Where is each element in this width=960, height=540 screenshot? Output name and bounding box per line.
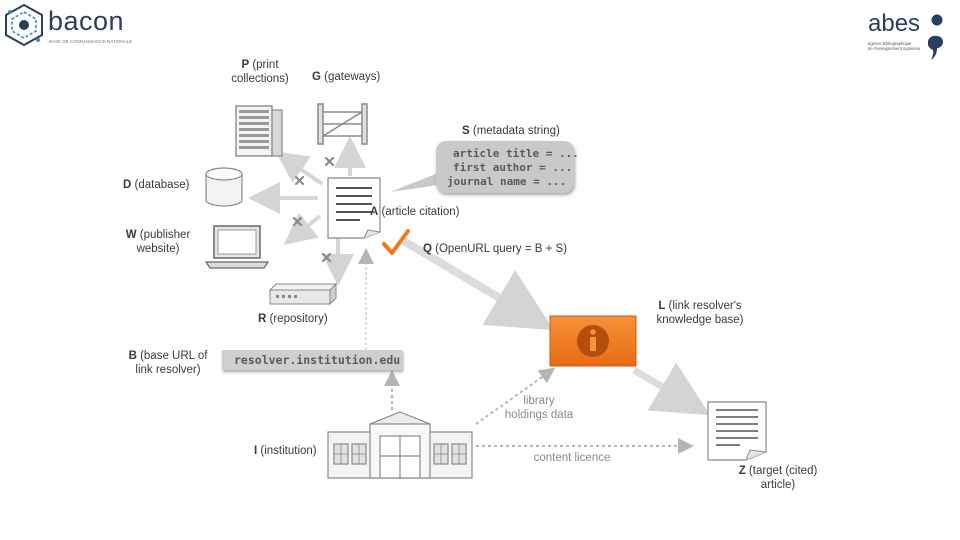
- label-z: Z (target (cited)article): [738, 465, 818, 491]
- link-resolver-box: [549, 315, 637, 367]
- label-r: R (repository): [258, 313, 328, 325]
- base-url-text: resolver.institution.edu: [234, 353, 401, 367]
- label-s: S (metadata string): [462, 125, 560, 137]
- abes-logo-name: abes: [868, 10, 921, 37]
- label-g: G (gateways): [312, 71, 381, 83]
- arrow-q-openurl: [399, 236, 554, 331]
- document-icon: [327, 177, 381, 239]
- repository-box-icon: [268, 282, 338, 306]
- check-mark-icon: [382, 229, 410, 255]
- metadata-line-author: first author = ...: [453, 161, 573, 174]
- blocked-x-marks: [292, 156, 335, 263]
- metadata-line-title: article title = ...: [453, 147, 579, 160]
- base-url-box: [222, 350, 402, 370]
- target-document-icon: [707, 401, 767, 461]
- bacon-logo-tagline: BASE DE CONNAISSANCE NATIONALE: [49, 39, 133, 44]
- arrow-a-to-w: [283, 212, 322, 245]
- label-i: I (institution): [254, 445, 317, 457]
- label-a: A (article citation): [370, 206, 460, 218]
- abes-logo-icon: [928, 14, 943, 60]
- bacon-logo-name: bacon: [48, 6, 125, 36]
- arrow-l-to-z: [632, 362, 711, 416]
- metadata-string-box: [436, 141, 574, 193]
- gate-icon: [317, 103, 368, 145]
- server-rack-icon: [235, 105, 283, 157]
- arrow-a-to-p: [275, 151, 324, 186]
- bacon-logo-icon: [5, 3, 43, 47]
- abes-logo-tagline: agence bibliographique de l'enseignement…: [868, 41, 921, 51]
- database-icon: [205, 167, 243, 207]
- building-icon: [327, 411, 473, 479]
- metadata-line-journal: journal name = ...: [447, 175, 567, 188]
- label-q: Q (OpenURL query = B + S): [423, 243, 568, 255]
- edge-label-licence: content licence: [533, 452, 611, 464]
- laptop-icon: [204, 225, 270, 269]
- label-d: D (database): [123, 179, 190, 191]
- metadata-bubble-tail: [390, 170, 446, 192]
